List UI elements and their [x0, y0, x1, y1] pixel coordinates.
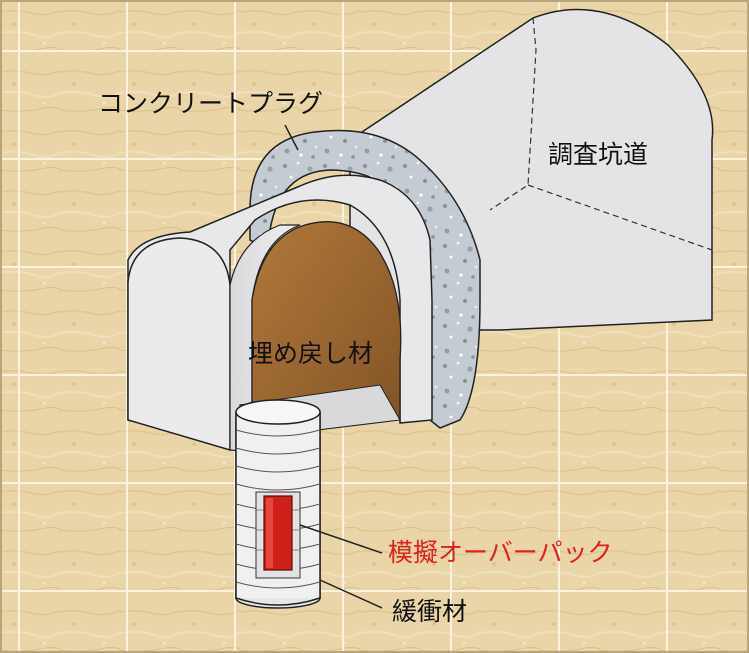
simulated-overpack: [263, 495, 293, 571]
leader-line-overpack: [299, 524, 383, 554]
leader-line-buffer: [319, 579, 383, 609]
leader-line-concrete-plug: [284, 124, 299, 151]
label-backfill: 埋め戻し材: [248, 339, 373, 368]
tunnel-front-section: [127, 174, 433, 453]
label-buffer: 緩衝材: [392, 597, 467, 626]
label-survey-tunnel: 調査坑道: [548, 140, 648, 169]
concrete-plug: [249, 129, 481, 429]
label-concrete-plug: コンクリートプラグ: [98, 89, 323, 118]
label-overpack: 模擬オーバーパック: [388, 538, 613, 567]
